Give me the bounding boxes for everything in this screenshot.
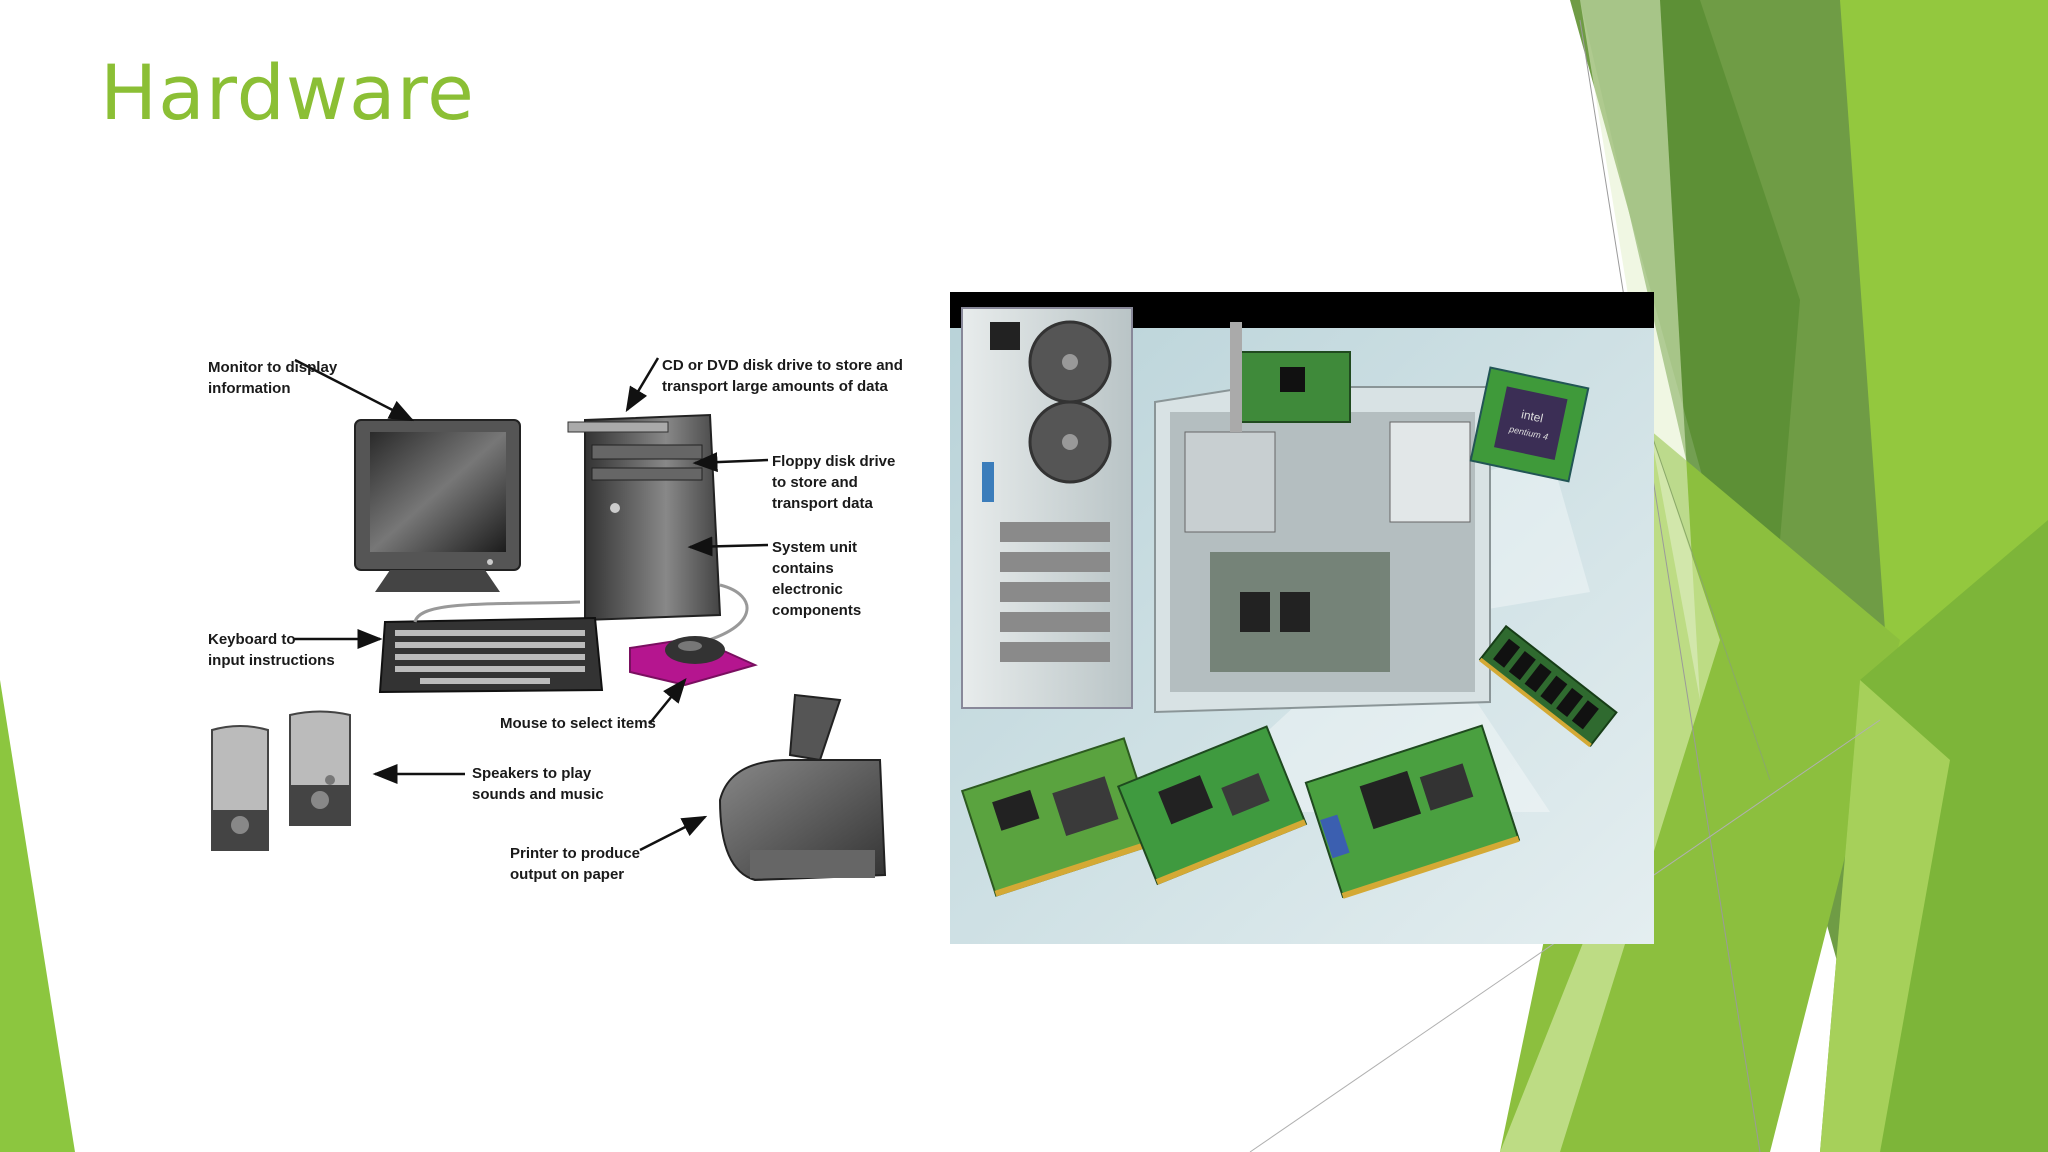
cpu-chip: intel pentium 4	[1469, 366, 1590, 483]
graphics-card	[1304, 724, 1521, 899]
expansion-card-2	[1116, 725, 1308, 886]
disk-drive-label: CD or DVD disk drive to store and transp…	[662, 357, 907, 395]
monitor-illustration	[354, 419, 521, 592]
floppy-label: Floppy disk drive to store and transport…	[772, 453, 900, 512]
printer-label: Printer to produce output on paper	[510, 845, 644, 883]
network-card	[1230, 322, 1351, 432]
computer-internals-photo: intel pentium 4	[950, 292, 1654, 944]
mouse-illustration	[629, 636, 758, 687]
computer-system-diagram: Monitor to display information CD or DVD…	[208, 357, 907, 883]
system-unit-illustration	[567, 413, 722, 622]
speakers-label: Speakers to play sounds and music	[472, 765, 604, 803]
left-green-sliver	[0, 680, 75, 1152]
monitor-label: Monitor to display information	[208, 359, 341, 397]
thin-line-3	[1649, 429, 1771, 781]
keyboard-illustration	[378, 616, 604, 694]
right-shape-7	[1820, 680, 1950, 1152]
printer-illustration	[718, 693, 887, 882]
right-shape-5	[1500, 430, 1720, 1152]
system-unit-label: System unit contains electronic componen…	[772, 539, 861, 619]
mouse-label: Mouse to select items	[500, 715, 656, 732]
diagram-arrows	[294, 357, 769, 852]
slide-title: Hardware	[100, 48, 475, 137]
keyboard-cable	[413, 600, 581, 623]
thin-line-1	[1579, 19, 1761, 1152]
cpu-brand-text: intel	[1520, 407, 1544, 425]
keyboard-label: Keyboard to input instructions	[208, 631, 335, 669]
expansion-card-1	[960, 737, 1160, 897]
ram-module	[1478, 624, 1618, 748]
open-case-interior	[1154, 386, 1491, 714]
speakers-illustration	[211, 710, 351, 851]
tower-back-panel	[961, 307, 1133, 709]
